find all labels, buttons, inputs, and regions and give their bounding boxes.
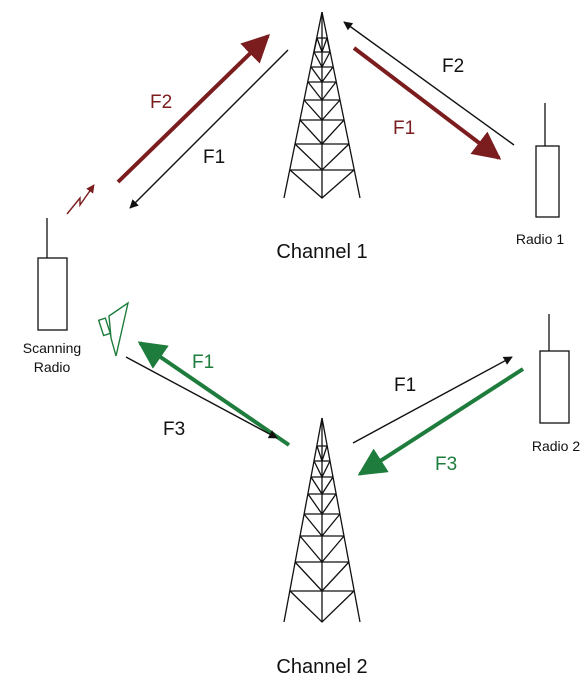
label-scan-to-ch2: F3 <box>163 419 185 440</box>
label-radio2-to-ch2: F3 <box>435 454 457 475</box>
label-ch1-to-scan: F1 <box>203 147 225 168</box>
link-ch2-to-radio2 <box>352 356 513 444</box>
channel-2-label: Channel 2 <box>276 656 367 678</box>
scanning-radio-label-line1: Scanning <box>23 340 81 356</box>
tower-channel-1 <box>283 11 361 199</box>
link-scan-to-ch2 <box>125 356 278 439</box>
radio-2 <box>539 314 570 424</box>
link-radio1-to-ch1 <box>343 21 515 146</box>
speaker-icon <box>97 301 130 357</box>
radio-1-label: Radio 1 <box>516 231 564 247</box>
label-scan-to-ch1: F2 <box>150 92 172 113</box>
label-ch2-to-radio2: F1 <box>394 375 416 396</box>
lightning-transmit-icon <box>66 184 95 215</box>
scanning-radio-label-line2: Radio <box>34 359 71 375</box>
link-ch1-to-scan <box>129 49 289 209</box>
scanning-radio <box>37 218 68 331</box>
label-radio1-to-ch1: F2 <box>442 56 464 77</box>
link-ch1-to-radio1 <box>352 46 502 160</box>
link-radio2-to-ch2 <box>357 367 525 476</box>
link-scan-to-ch1 <box>116 34 271 184</box>
channel-1-label: Channel 1 <box>276 241 367 263</box>
radio-2-label: Radio 2 <box>532 438 580 454</box>
label-ch1-to-radio1: F1 <box>393 118 415 139</box>
link-ch2-to-scan <box>137 341 291 447</box>
radio-1 <box>535 103 560 218</box>
label-ch2-to-scan: F1 <box>192 352 214 373</box>
tower-channel-2 <box>283 417 361 623</box>
